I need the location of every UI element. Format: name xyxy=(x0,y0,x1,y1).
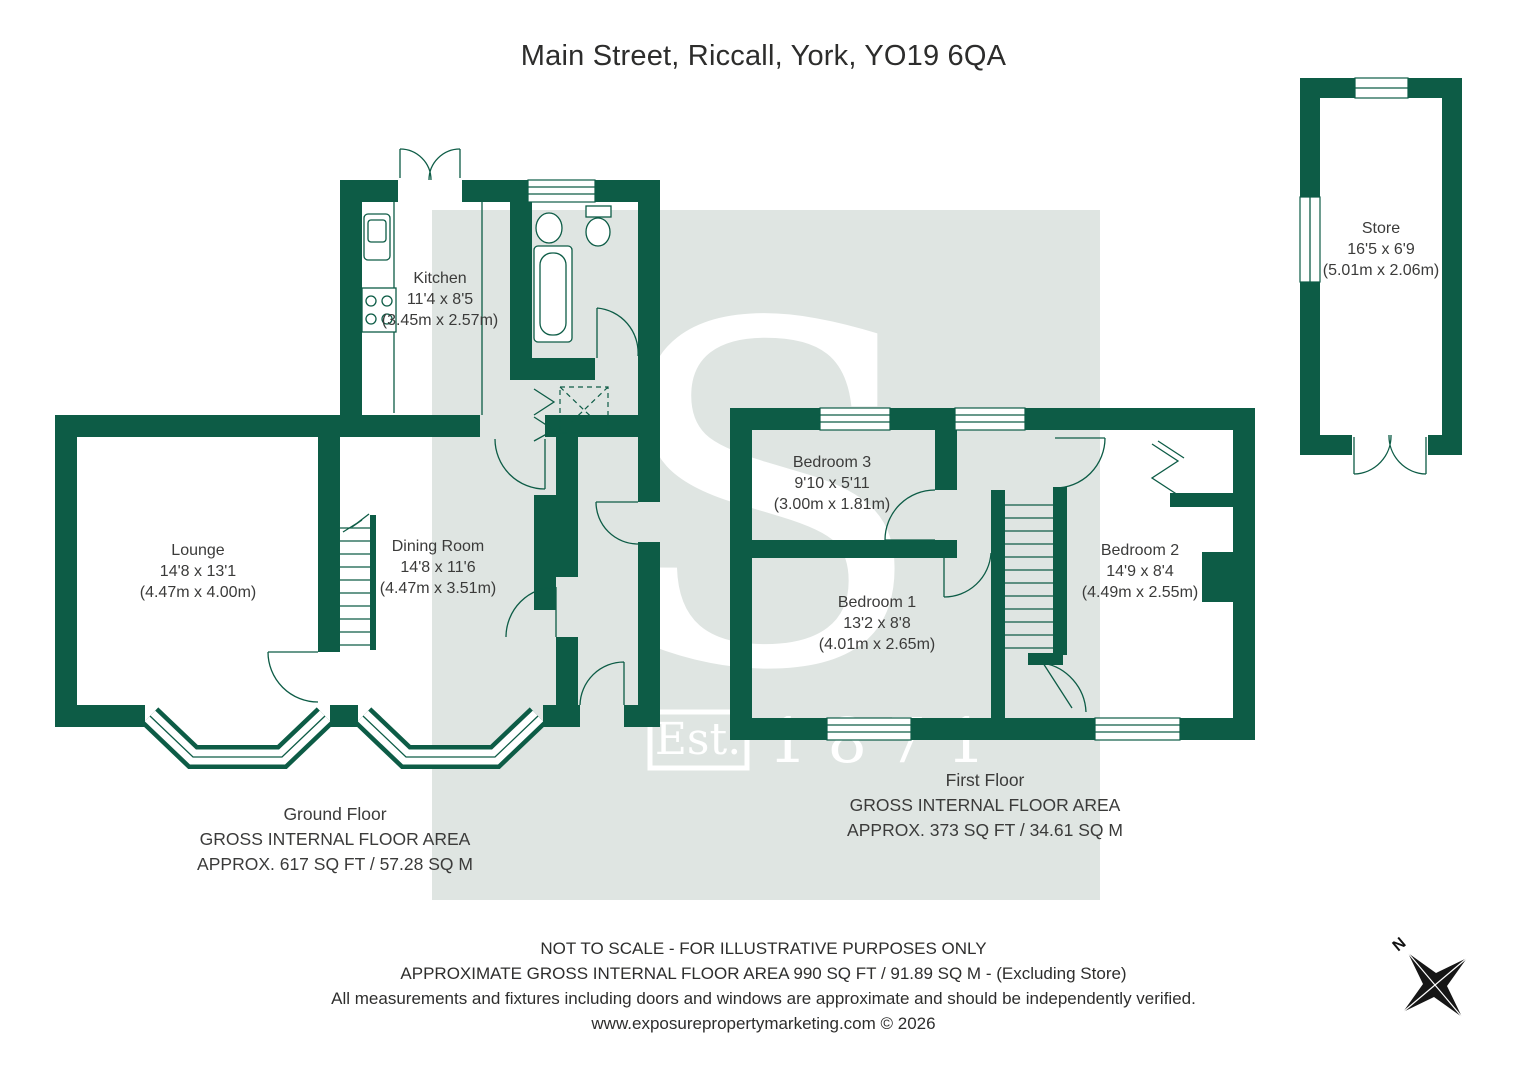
room-name: Bedroom 2 xyxy=(1100,542,1180,559)
ground-floor-drawing xyxy=(55,148,660,769)
room-name: Bedroom 1 xyxy=(837,594,917,611)
ground-floor-label: Ground Floor GROSS INTERNAL FLOOR AREA A… xyxy=(135,802,535,877)
window-first-top-1 xyxy=(819,407,891,431)
bay-window-dining xyxy=(354,707,547,769)
footer-line-scale: NOT TO SCALE - FOR ILLUSTRATIVE PURPOSES… xyxy=(540,939,987,958)
door-dining-hall-top xyxy=(494,438,546,490)
room-label-lounge: Lounge 14'8 x 13'1 (4.47m x 4.00m) xyxy=(113,540,283,603)
room-dim-metric: (4.47m x 4.00m) xyxy=(139,584,257,601)
room-name: Kitchen xyxy=(413,270,467,287)
window-first-top-2 xyxy=(954,407,1026,431)
door-stairs-bottom xyxy=(1042,662,1087,713)
room-dim-metric: (5.01m x 2.06m) xyxy=(1322,262,1440,279)
door-bedroom2 xyxy=(1054,437,1106,489)
room-dim-metric: (4.47m x 3.51m) xyxy=(379,580,497,597)
page-title: Main Street, Riccall, York, YO19 6QA xyxy=(520,40,1007,72)
room-dim-metric: (4.49m x 2.55m) xyxy=(1081,584,1199,601)
door-lounge xyxy=(267,651,319,703)
room-dim-imperial: 9'10 x 5'11 xyxy=(794,475,870,492)
room-label-store: Store 16'5 x 6'9 (5.01m x 2.06m) xyxy=(1296,218,1466,281)
floor-name: First Floor xyxy=(945,770,1025,790)
door-side-entrance xyxy=(595,501,639,545)
stairs-first xyxy=(1005,504,1053,649)
bath-icon xyxy=(533,245,573,343)
room-name: Store xyxy=(1361,220,1401,237)
footer-line-area: APPROXIMATE GROSS INTERNAL FLOOR AREA 99… xyxy=(400,964,1127,983)
shower-cupboard xyxy=(533,386,609,442)
basin-icon xyxy=(535,212,563,244)
stairs-ground xyxy=(340,513,370,646)
watermark-est: Est. xyxy=(655,714,741,765)
door-bathroom xyxy=(596,307,639,358)
room-dim-metric: (3.00m x 1.81m) xyxy=(773,496,891,513)
sink-icon xyxy=(363,213,391,261)
room-dim-imperial: 16'5 x 6'9 xyxy=(1347,241,1415,258)
watermark-letter: S xyxy=(607,226,929,773)
hob-icon xyxy=(361,287,397,333)
window-store-top xyxy=(1354,77,1409,99)
room-label-bedroom-3: Bedroom 3 9'10 x 5'11 (3.00m x 1.81m) xyxy=(747,452,917,515)
room-label-dining-room: Dining Room 14'8 x 11'6 (4.47m x 3.51m) xyxy=(353,536,523,599)
first-floor-label: First Floor GROSS INTERNAL FLOOR AREA AP… xyxy=(785,768,1185,843)
room-dim-imperial: 13'2 x 8'8 xyxy=(843,615,911,632)
room-dim-imperial: 14'8 x 13'1 xyxy=(159,563,237,580)
footer-line-website: www.exposurepropertymarketing.com © 2026 xyxy=(591,1014,936,1033)
window-store-left xyxy=(1299,196,1321,283)
room-label-kitchen: Kitchen 11'4 x 8'5 (3.45m x 2.57m) xyxy=(355,268,525,331)
room-label-bedroom-1: Bedroom 1 13'2 x 8'8 (4.01m x 2.65m) xyxy=(792,592,962,655)
door-bedroom1 xyxy=(943,552,992,598)
room-name: Bedroom 3 xyxy=(792,454,872,471)
room-name: Lounge xyxy=(171,542,225,559)
floor-area-line: GROSS INTERNAL FLOOR AREA xyxy=(199,829,471,849)
footer-line-disclaimer: All measurements and fixtures including … xyxy=(331,989,1196,1008)
room-dim-imperial: 14'9 x 8'4 xyxy=(1106,563,1174,580)
double-doors-store xyxy=(1353,434,1427,475)
french-doors-kitchen xyxy=(399,148,461,181)
floor-area-line: APPROX. 373 SQ FT / 34.61 SQ M xyxy=(847,820,1123,840)
bay-window-lounge xyxy=(141,707,334,769)
room-dim-imperial: 11'4 x 8'5 xyxy=(406,291,474,308)
window-first-bottom-2 xyxy=(1094,717,1181,741)
door-front-entrance xyxy=(579,661,625,706)
floor-name: Ground Floor xyxy=(283,804,387,824)
disclaimer-footer: NOT TO SCALE - FOR ILLUSTRATIVE PURPOSES… xyxy=(0,936,1527,1036)
room-name: Dining Room xyxy=(391,538,485,555)
room-dim-metric: (4.01m x 2.65m) xyxy=(818,636,936,653)
room-dim-metric: (3.45m x 2.57m) xyxy=(381,312,499,329)
door-bedroom3 xyxy=(884,489,936,541)
window-bathroom xyxy=(527,179,596,203)
door-dining-hall xyxy=(505,586,557,638)
floor-area-line: APPROX. 617 SQ FT / 57.28 SQ M xyxy=(197,854,473,874)
room-dim-imperial: 14'8 x 11'6 xyxy=(400,559,476,576)
store-drawing xyxy=(1299,77,1462,475)
first-floor-drawing xyxy=(730,407,1255,741)
room-label-bedroom-2: Bedroom 2 14'9 x 8'4 (4.49m x 2.55m) xyxy=(1055,540,1225,603)
toilet-icon xyxy=(585,205,612,247)
window-first-bottom-1 xyxy=(826,717,912,741)
floor-area-line: GROSS INTERNAL FLOOR AREA xyxy=(849,795,1121,815)
niche-bedroom2 xyxy=(1150,440,1185,496)
